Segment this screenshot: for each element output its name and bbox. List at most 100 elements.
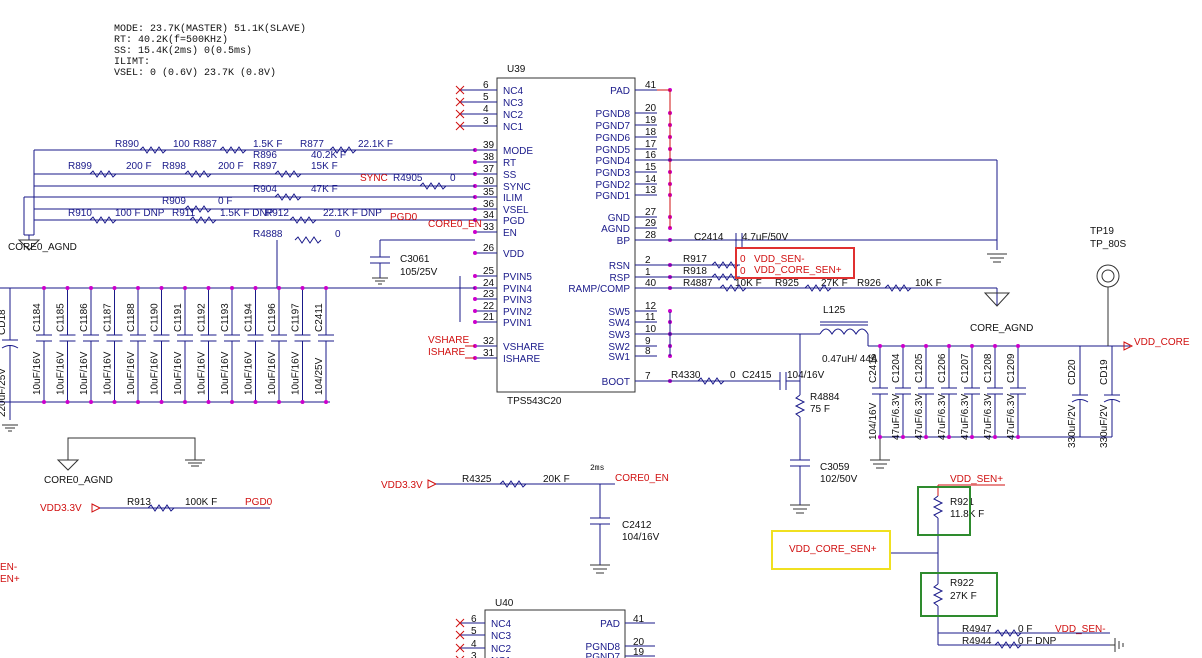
output-cap-dot [1016, 344, 1020, 348]
u39-pin-name: PVIN3 [503, 295, 532, 306]
bulk-output-caps: CD20 330uF/2V CD19 330uF/2V [1030, 346, 1121, 448]
u39-pin-dot [473, 251, 477, 255]
u39-pin-num: 31 [483, 348, 495, 359]
output-cap-dot [901, 344, 905, 348]
r911-ref: R911 [172, 208, 196, 219]
input-cap-dot [159, 400, 164, 404]
r918-ref: R918 [683, 266, 707, 277]
red-highlight-box [735, 247, 855, 279]
input-cap-dot [300, 400, 305, 404]
r921-val: 11.8K F [950, 509, 984, 520]
u39-rpin-num: 18 [645, 127, 657, 138]
input-cap-dot [183, 286, 187, 290]
right-network: CORE_AGND C2414 4.7uF/50V R917 0 R918 0 … [657, 89, 1033, 514]
u39-rpin-name: PGND1 [596, 191, 631, 202]
r896-val: 40.2K F [311, 150, 346, 161]
input-cap-dot [42, 400, 46, 404]
input-cap-dot [230, 286, 234, 290]
u39-rpin-num: 28 [645, 230, 657, 241]
u39-rpin-name: PGND6 [596, 133, 631, 144]
no-connect-mark [455, 97, 465, 107]
no-connect-mark [455, 643, 465, 653]
vdd-sen-plus-net: VDD_SEN+ [950, 474, 1003, 485]
u39-rpin-num: 17 [645, 139, 657, 150]
r4888-ref: R4888 [253, 229, 283, 240]
u39-rpin-num: 2 [645, 255, 651, 266]
output-cap-dot [878, 435, 882, 439]
input-cap-dot [42, 286, 46, 290]
left-resistor-zigzags [89, 146, 447, 244]
u39-rpin-name: PGND5 [596, 145, 631, 156]
cd18-ref: CD18 [0, 309, 8, 335]
input-cap-val: 10uF/16V [197, 351, 208, 395]
r922-val: 27K F [950, 591, 977, 602]
u39-rpin-num: 11 [645, 312, 656, 323]
u39-pin-name: ILIM [503, 193, 522, 204]
input-cap-val: 10uF/16V [150, 351, 161, 395]
r921-ref: R921 [950, 497, 974, 508]
u39-pin-name: VSEL [503, 205, 529, 216]
inductor-l125: L125 0.47uH/ 44A [800, 305, 878, 365]
input-cap-val: 10uF/16V [291, 351, 302, 395]
u39-rpin-name: SW1 [608, 352, 630, 363]
r4887-val: 10K F [735, 278, 762, 289]
u39-pin-name: ISHARE [503, 354, 541, 365]
tp19-val: TP_80S [1090, 239, 1126, 250]
u39-rpin-num: 9 [645, 336, 651, 347]
r898-ref: R898 [162, 161, 186, 172]
output-cap-ref: C1205 [914, 353, 925, 383]
input-cap-dot [253, 400, 258, 404]
design-notes: MODE: 23.7K(MASTER) 51.1K(SLAVE) RT: 40.… [114, 23, 306, 79]
u39-rpin-name: PGND8 [596, 109, 631, 120]
output-cap-dot [924, 344, 928, 348]
bottom-left-grounds: CORE0_AGND [44, 437, 205, 486]
cd20-val: 330uF/2V [1067, 404, 1078, 448]
c2415-val: 104/16V [787, 370, 825, 381]
input-cap-val: 10uF/16V [267, 351, 278, 395]
u39-pin-name: NC3 [503, 98, 523, 109]
note-rt: RT: 40.2K(f=500KHz) [114, 34, 228, 46]
u39-rpin-name: AGND [601, 224, 630, 235]
vdd-core-net: VDD_CORE [1134, 337, 1190, 348]
u39-pin-name: NC2 [503, 110, 523, 121]
input-cap-ref: C1185 [56, 303, 67, 332]
r922-ref: R922 [950, 578, 974, 589]
output-cap-ref: C1206 [937, 353, 948, 383]
enable-rc: VDD3.3V R4325 20K F 2ms CORE0_EN C2412 1… [381, 464, 669, 574]
input-cap-ref: C1187 [103, 303, 114, 332]
u39-pin-dot [473, 320, 477, 324]
pgood-pullup: VDD3.3V R913 100K F PGD0 [40, 497, 273, 514]
input-cap-dot [89, 400, 93, 404]
u39-pin-num: 33 [483, 222, 495, 233]
input-cap-ref: C1192 [197, 303, 208, 332]
r4944-val: 0 F DNP [1018, 636, 1057, 647]
u40-rpin-name: PGND7 [586, 652, 621, 658]
u39-rpin-name: PGND3 [596, 168, 631, 179]
r4884-ref: R4884 [810, 392, 840, 403]
r912-val: 22.1K F DNP [323, 208, 382, 219]
r909-ref: R909 [162, 196, 186, 207]
input-cap-val: 10uF/16V [173, 351, 184, 395]
u39-rpin-num: 14 [645, 174, 657, 185]
output-cap-val: 47uF/6.3V [983, 394, 994, 440]
note-ss: SS: 15.4K(2ms) 0(0.5ms) [114, 45, 252, 57]
pgd0-net: PGD0 [390, 212, 418, 223]
cd18: CD18 220uF/25V [0, 288, 19, 432]
r887-ref: R887 [193, 139, 217, 150]
u39-pin-num: 23 [483, 289, 495, 300]
r897-val: 15K F [311, 161, 338, 172]
green-highlight-box-2 [920, 572, 998, 617]
u39-pin-num: 24 [483, 278, 495, 289]
r4330-val: 0 [730, 370, 736, 381]
yellow-highlight-box [771, 530, 891, 570]
sync-net: SYNC [360, 173, 388, 184]
u39-pin-num: 4 [483, 104, 489, 115]
core-agnd-label: CORE_AGND [970, 323, 1033, 334]
u39-rpin-num: 8 [645, 346, 651, 357]
u39-rpin-name: BOOT [602, 377, 630, 388]
r913-val: 100K F [185, 497, 217, 508]
test-point-tp19: TP19 TP_80S [1090, 226, 1126, 346]
output-cap-dot [1016, 435, 1020, 439]
